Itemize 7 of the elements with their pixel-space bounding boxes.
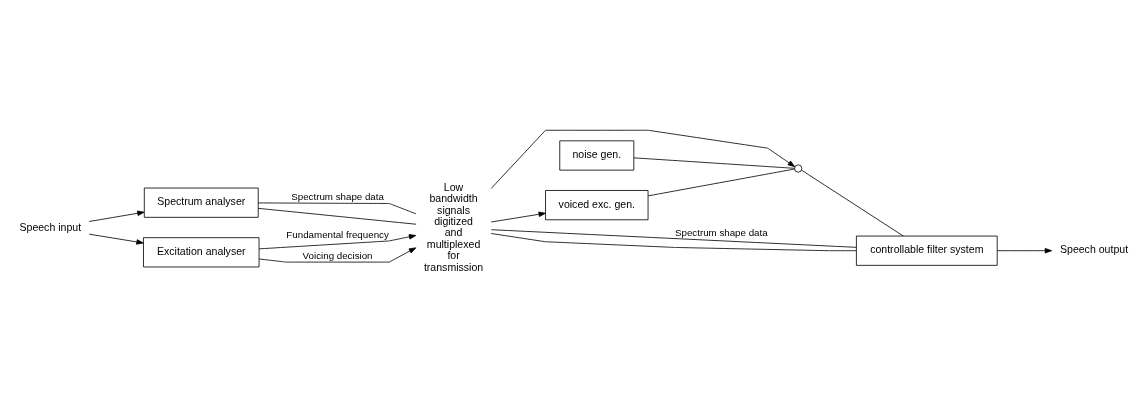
edge-label: Fundamental frequency [286, 228, 389, 240]
edge-label: Spectrum shape data [674, 226, 768, 238]
edge-label: Spectrum shape data [291, 190, 384, 202]
node-text: Speech input [19, 220, 82, 233]
node-text: Low bandwidth signals digitized and multiplexed for transmission [423, 180, 484, 273]
node-text: Speech output [1059, 242, 1129, 255]
edge-label: Voicing decision [302, 249, 373, 261]
